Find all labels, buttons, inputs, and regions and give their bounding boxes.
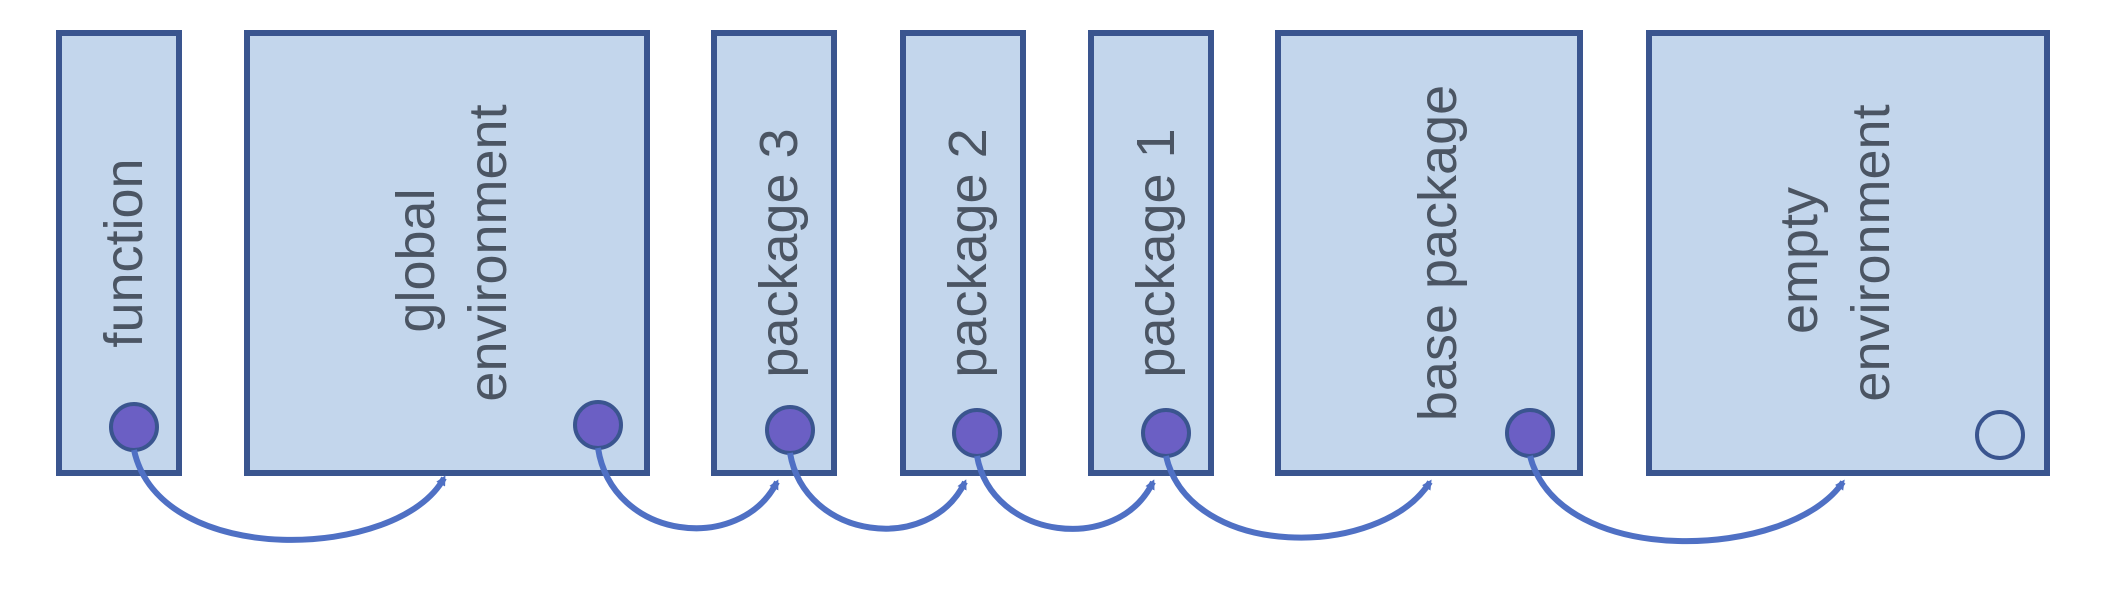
- arrow-function-to-global: [131, 449, 447, 543]
- env-box-package-2: package 2: [900, 30, 1026, 476]
- arrow-package-1-to-base: [1163, 455, 1433, 541]
- env-label-package-2: package 2: [938, 128, 998, 377]
- empty-parent-dot: [1975, 410, 2025, 460]
- parent-pointer-dot: [765, 405, 815, 455]
- env-box-function: function: [56, 30, 182, 476]
- env-label-package-3: package 3: [749, 128, 809, 377]
- arrow-package-3-to-package-2: [787, 452, 968, 532]
- env-label-base-package: base package: [1408, 85, 1468, 421]
- env-label-empty: empty environment: [1769, 104, 1901, 401]
- env-box-empty: empty environment: [1646, 30, 2050, 476]
- arrow-global-to-package-3: [595, 447, 780, 532]
- parent-pointer-dot: [952, 408, 1002, 458]
- parent-pointer-dot: [1141, 408, 1191, 458]
- env-box-package-1: package 1: [1088, 30, 1214, 476]
- arrow-base-to-empty: [1527, 455, 1846, 544]
- env-box-base-package: base package: [1275, 30, 1583, 476]
- arrow-package-2-to-package-1: [974, 455, 1156, 532]
- env-box-global: global environment: [244, 30, 650, 476]
- env-label-function: function: [94, 158, 154, 347]
- parent-pointer-dot: [573, 400, 623, 450]
- env-label-global: global environment: [386, 104, 518, 401]
- env-label-package-1: package 1: [1126, 128, 1186, 377]
- env-box-package-3: package 3: [711, 30, 837, 476]
- parent-pointer-dot: [1505, 408, 1555, 458]
- parent-pointer-dot: [109, 402, 159, 452]
